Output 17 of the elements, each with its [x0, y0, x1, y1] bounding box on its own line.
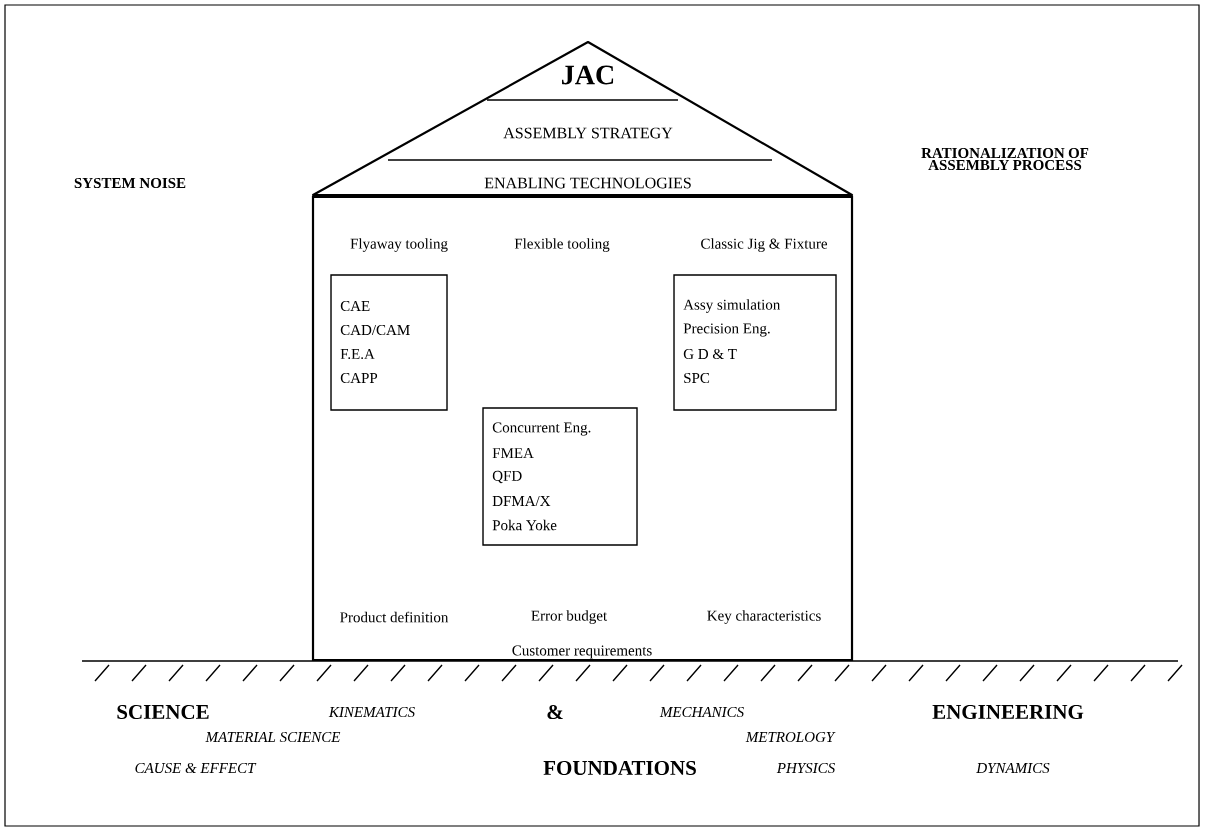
- foundation-topic: CAUSE & EFFECT: [135, 762, 257, 774]
- foundation-topic: MECHANICS: [659, 706, 744, 718]
- foundation-heading: ENGINEERING: [932, 704, 1084, 720]
- tool-box: Assy simulation Precision Eng. G D & T SPC: [673, 274, 837, 411]
- foundation-heading: FOUNDATIONS: [543, 760, 696, 776]
- foundation-topic: METROLOGY: [745, 731, 836, 743]
- foundation-topic: DYNAMICS: [976, 763, 1050, 774]
- side-heading: SYSTEM NOISE: [74, 177, 186, 189]
- foundation-topic: KINEMATICS: [328, 706, 415, 718]
- side-heading: RATIONALIZATION OF ASSEMBLY PROCESS: [921, 147, 1089, 171]
- foundation-topic: MATERIAL SCIENCE: [205, 731, 341, 743]
- foundation-heading: SCIENCE: [117, 704, 209, 720]
- tool-box: CAE CAD/CAM F.E.A CAPP: [330, 274, 448, 411]
- foundation-heading: &: [547, 704, 563, 720]
- tool-box: Concurrent Eng. FMEA QFD DFMA/X Poka Yoke: [482, 407, 638, 546]
- roof-triangle: JAC ASSEMBLY STRATEGY ENABLING TECHNOLOGIES: [311, 40, 854, 197]
- foundation-topic: PHYSICS: [776, 763, 835, 774]
